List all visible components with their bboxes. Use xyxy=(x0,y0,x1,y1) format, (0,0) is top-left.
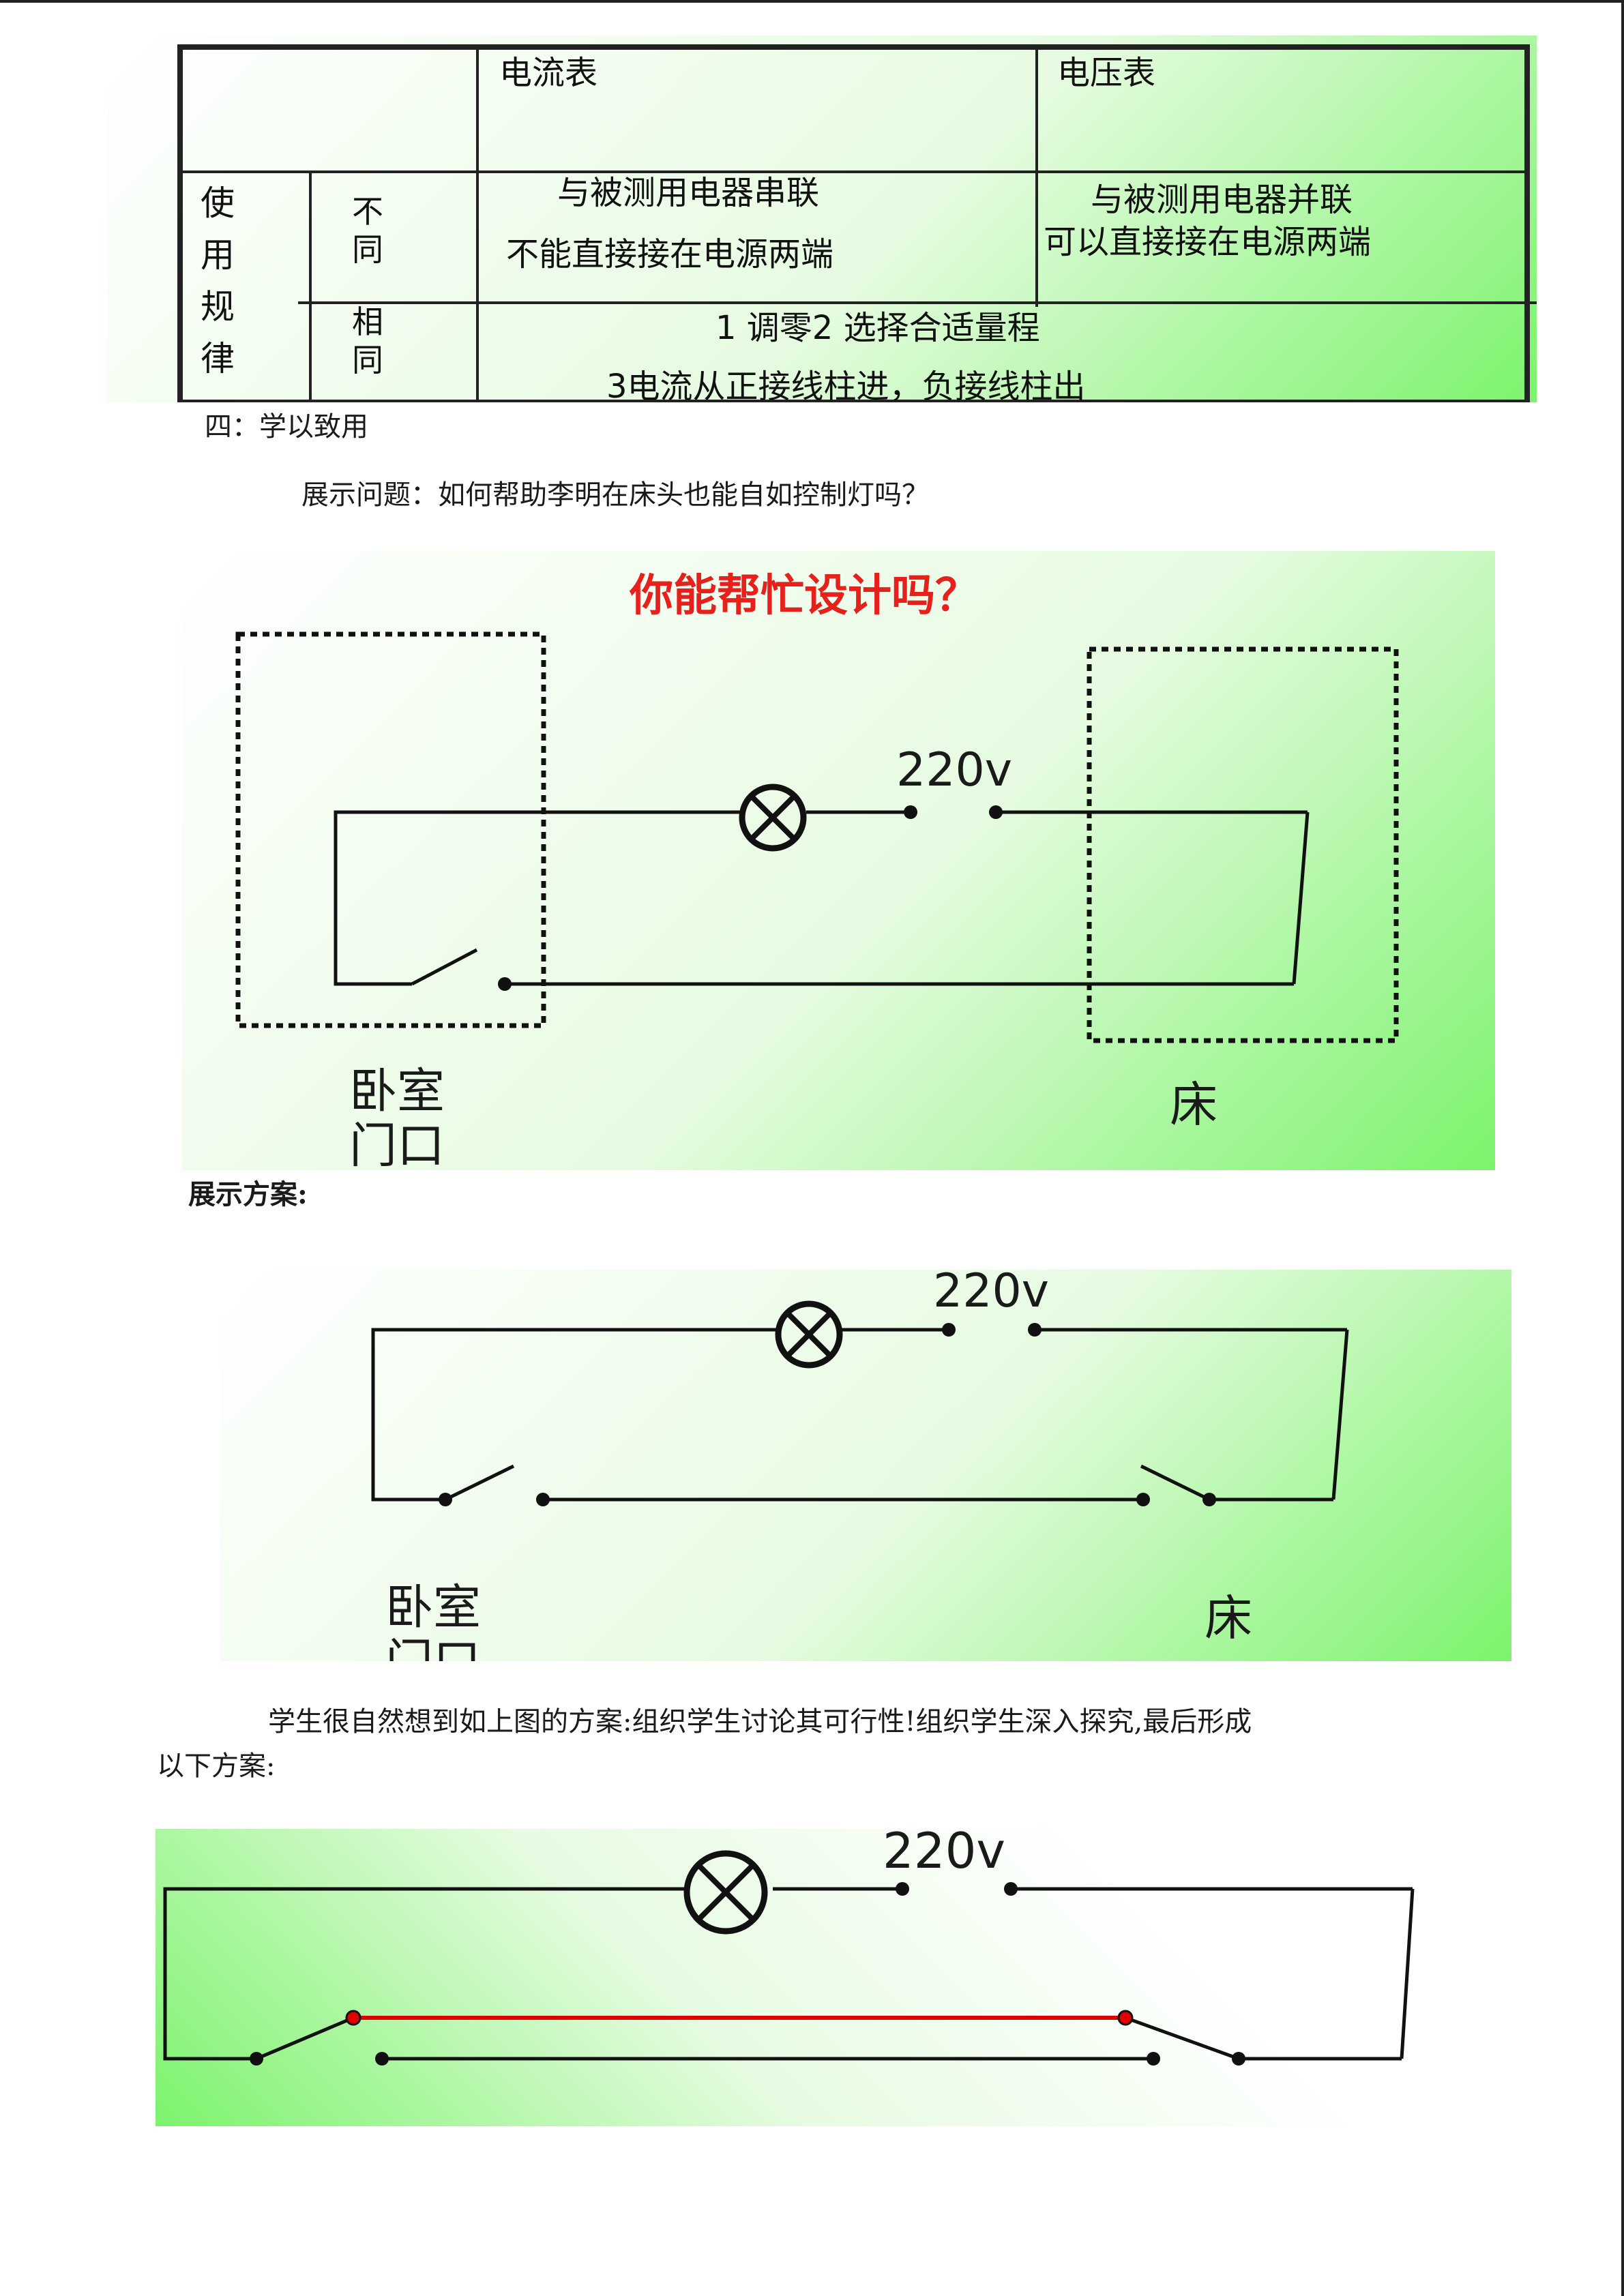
lamp-icon xyxy=(775,1300,843,1369)
lamp-icon xyxy=(739,784,807,852)
discussion-text-line2: 以下方案: xyxy=(157,1750,276,1782)
circuit-slide-series-switches: 220v 卧室门口 床 xyxy=(220,1270,1511,1661)
circuit-diagram-single-switch xyxy=(235,631,1399,1043)
slide1-bed-label: 床 xyxy=(1170,1077,1217,1133)
circuit-slide-two-way-switches: 220v xyxy=(156,1829,1488,2126)
header-ammeter: 电流表 xyxy=(499,54,598,92)
ammeter-rule-1: 与被测用电器串联 xyxy=(557,174,820,212)
slide1-title: 你能帮忙设计吗？ xyxy=(630,571,979,621)
question-text: 展示问题：如何帮助李明在床头也能自如控制灯吗？ xyxy=(301,479,929,511)
slide2-voltage-label: 220v xyxy=(933,1270,1050,1318)
common-rule-1: 1 调零2 选择合适量程 xyxy=(715,309,1040,347)
slide2-bed-label: 床 xyxy=(1205,1590,1252,1646)
page-border-right xyxy=(1621,0,1624,2296)
comparison-table-slide: 电流表 电压表 使用规律 不同 相同 与被测用电器串联 不能直接接在电源两端 与… xyxy=(107,35,1537,402)
slide1-voltage-label: 220v xyxy=(896,743,1013,797)
section-heading: 四：学以致用 xyxy=(205,411,368,443)
common-rule-2: 3电流从正接线柱进，负接线柱出 xyxy=(606,368,1086,402)
comparison-table-grid xyxy=(177,44,1537,402)
slide3-voltage-label: 220v xyxy=(883,1829,1006,1879)
slide2-door-label: 卧室门口 xyxy=(385,1579,481,1661)
same-label: 相同 xyxy=(352,303,383,378)
lamp-icon xyxy=(683,1850,768,1935)
header-voltmeter: 电压表 xyxy=(1057,54,1156,92)
page-border-top xyxy=(0,0,1624,3)
voltmeter-rule-1: 与被测用电器并联 xyxy=(1091,181,1353,219)
discussion-text-line1: 学生很自然想到如上图的方案:组织学生讨论其可行性!组织学生深入探究,最后形成 xyxy=(268,1706,1252,1738)
slide1-door-label: 卧室门口 xyxy=(349,1063,445,1170)
voltmeter-rule-2: 可以直接接在电源两端 xyxy=(1044,223,1372,261)
diff-label: 不同 xyxy=(352,193,383,268)
circuit-diagram-two-way-switches xyxy=(163,1850,1415,2066)
solution-heading: 展示方案: xyxy=(188,1178,308,1210)
circuit-diagram-two-switches xyxy=(371,1300,1349,1506)
ammeter-rule-2: 不能直接接在电源两端 xyxy=(506,235,834,273)
circuit-slide-question: 你能帮忙设计吗？ 220v 卧室门口 床 xyxy=(182,551,1495,1170)
rule-label: 使用规律 xyxy=(201,183,235,378)
